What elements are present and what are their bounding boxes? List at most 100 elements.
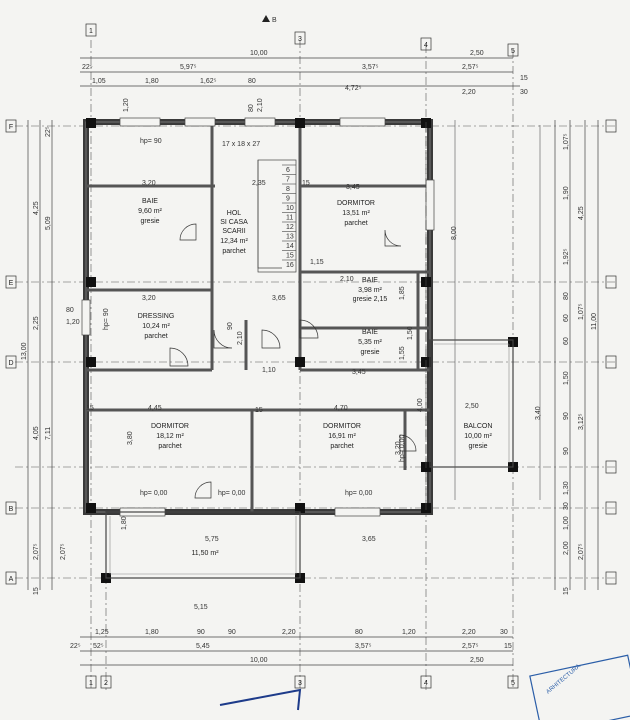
svg-text:1,90: 1,90 — [563, 186, 570, 200]
svg-text:F: F — [9, 124, 13, 131]
svg-text:7,11: 7,11 — [45, 427, 52, 440]
svg-text:1,05: 1,05 — [92, 78, 106, 85]
svg-text:A: A — [9, 576, 14, 583]
svg-text:30: 30 — [500, 629, 508, 636]
svg-text:80: 80 — [66, 307, 74, 314]
svg-text:60: 60 — [563, 314, 570, 322]
inner-dimensions: 3,20 2,35 15 3,45 3,20 3,65 15 4,45 15 4… — [86, 98, 542, 611]
svg-text:15: 15 — [563, 587, 570, 595]
svg-text:E: E — [9, 280, 14, 287]
svg-text:3: 3 — [298, 680, 302, 687]
room-baie-3: BAIE 5,35 m² gresie — [358, 329, 382, 356]
stair-step-number: 11 — [286, 215, 293, 222]
axis-markers-top: 1 3 4 5 B — [85, 15, 519, 57]
svg-text:3,20: 3,20 — [395, 441, 402, 455]
svg-text:80: 80 — [355, 629, 363, 636]
svg-text:1,50: 1,50 — [563, 371, 570, 385]
svg-text:parchet: parchet — [344, 220, 367, 227]
svg-text:80: 80 — [248, 104, 255, 112]
svg-text:SI CASA: SI CASA — [220, 219, 248, 226]
stair-step-number: 8 — [286, 186, 290, 193]
svg-text:5,45: 5,45 — [196, 643, 210, 650]
svg-text:hp= 0,00: hp= 0,00 — [218, 490, 246, 497]
svg-text:2,10: 2,10 — [257, 98, 264, 112]
svg-text:2,25: 2,25 — [33, 316, 40, 330]
svg-text:4,45: 4,45 — [148, 405, 162, 412]
svg-text:1,00: 1,00 — [563, 516, 570, 530]
svg-text:3,65: 3,65 — [272, 295, 286, 302]
svg-text:52⁵: 52⁵ — [93, 643, 104, 650]
svg-text:B: B — [9, 506, 14, 513]
svg-text:1,10: 1,10 — [262, 367, 276, 374]
svg-text:15: 15 — [302, 180, 310, 187]
svg-text:5,97⁵: 5,97⁵ — [180, 64, 197, 71]
svg-text:5: 5 — [511, 680, 515, 687]
svg-text:80: 80 — [563, 292, 570, 300]
svg-text:2,10: 2,10 — [237, 331, 244, 345]
svg-text:2,20: 2,20 — [282, 629, 296, 636]
svg-text:1,15: 1,15 — [310, 259, 324, 266]
section-mark: B — [272, 17, 277, 24]
axis-label: 1 — [89, 28, 93, 35]
stair-step-number: 7 — [286, 177, 290, 184]
svg-text:1,50: 1,50 — [407, 326, 414, 340]
dimensions-top: 10,00 2,50 22⁵ 5,97⁵ 3,57⁵ 2,57⁵ 15 1,05… — [80, 50, 528, 96]
svg-text:1,62⁵: 1,62⁵ — [200, 78, 217, 85]
room-baie-1: BAIE 9,60 m² gresie — [138, 198, 162, 225]
svg-text:13,51 m²: 13,51 m² — [342, 210, 370, 217]
svg-text:15: 15 — [504, 643, 512, 650]
room-dressing: DRESSING 10,24 m² parchet — [138, 313, 175, 340]
stair-step-number: 15 — [286, 253, 294, 260]
stair-step-number: 10 — [286, 205, 294, 212]
grid-lines — [15, 40, 615, 690]
svg-text:4: 4 — [424, 680, 428, 687]
svg-text:10,24 m²: 10,24 m² — [142, 323, 170, 330]
svg-text:5,75: 5,75 — [205, 536, 219, 543]
svg-text:parchet: parchet — [330, 443, 353, 450]
room-balcon: BALCON 10,00 m² gresie — [464, 423, 493, 450]
room-dormitor-3: DORMITOR 16,91 m² parchet — [323, 423, 361, 450]
svg-text:SCARII: SCARII — [222, 228, 245, 235]
dimensions-left: 13,00 7,11 4,25 2,25 4,05 2,07⁵ 22⁵ 5,09… — [21, 120, 80, 595]
svg-text:10,00 m²: 10,00 m² — [464, 433, 492, 440]
svg-text:4,25: 4,25 — [33, 201, 40, 215]
svg-text:1,80: 1,80 — [145, 78, 159, 85]
svg-text:2,07⁵: 2,07⁵ — [578, 543, 585, 560]
svg-text:parchet: parchet — [144, 333, 167, 340]
svg-text:BAIE: BAIE — [362, 277, 378, 284]
svg-text:3,57⁵: 3,57⁵ — [355, 643, 372, 650]
svg-text:90: 90 — [563, 412, 570, 420]
svg-text:gresie: gresie — [360, 349, 379, 356]
stair-spec: 17 x 18 x 27 — [222, 141, 260, 148]
svg-text:9,60 m²: 9,60 m² — [138, 208, 162, 215]
svg-text:16,91 m²: 16,91 m² — [328, 433, 356, 440]
svg-text:hp= 90: hp= 90 — [103, 308, 110, 330]
svg-text:1,25: 1,25 — [95, 629, 109, 636]
svg-text:1,92⁵: 1,92⁵ — [563, 248, 570, 265]
svg-text:parchet: parchet — [158, 443, 181, 450]
svg-text:4,05: 4,05 — [33, 426, 40, 440]
room-terrace: 11,50 m² — [191, 550, 219, 557]
axis-label: 4 — [424, 42, 428, 49]
stair-step-number: 16 — [286, 262, 294, 269]
svg-text:HOL: HOL — [227, 210, 242, 217]
svg-text:1,20: 1,20 — [402, 629, 416, 636]
svg-text:gresie 2,15: gresie 2,15 — [353, 296, 388, 303]
svg-text:BALCON: BALCON — [464, 423, 493, 430]
stair-step-number: 6 — [286, 167, 290, 174]
svg-text:1,07⁵: 1,07⁵ — [578, 303, 585, 320]
svg-text:90: 90 — [197, 629, 205, 636]
svg-text:3,98 m²: 3,98 m² — [358, 287, 382, 294]
svg-text:2,07⁵: 2,07⁵ — [60, 543, 67, 560]
svg-text:10,00: 10,00 — [250, 657, 268, 664]
dimensions-right: 11,00 4,25 1,07⁵ 3,12⁵ 2,07⁵ 1,07⁵ 1,90 … — [554, 120, 599, 595]
svg-text:15: 15 — [255, 407, 263, 414]
svg-text:4,70: 4,70 — [334, 405, 348, 412]
svg-text:2,00: 2,00 — [563, 541, 570, 555]
svg-text:90: 90 — [227, 322, 234, 330]
svg-text:2,50: 2,50 — [465, 403, 479, 410]
svg-text:12,34 m²: 12,34 m² — [220, 238, 248, 245]
svg-text:3,45: 3,45 — [346, 184, 360, 191]
svg-text:15: 15 — [86, 405, 94, 412]
